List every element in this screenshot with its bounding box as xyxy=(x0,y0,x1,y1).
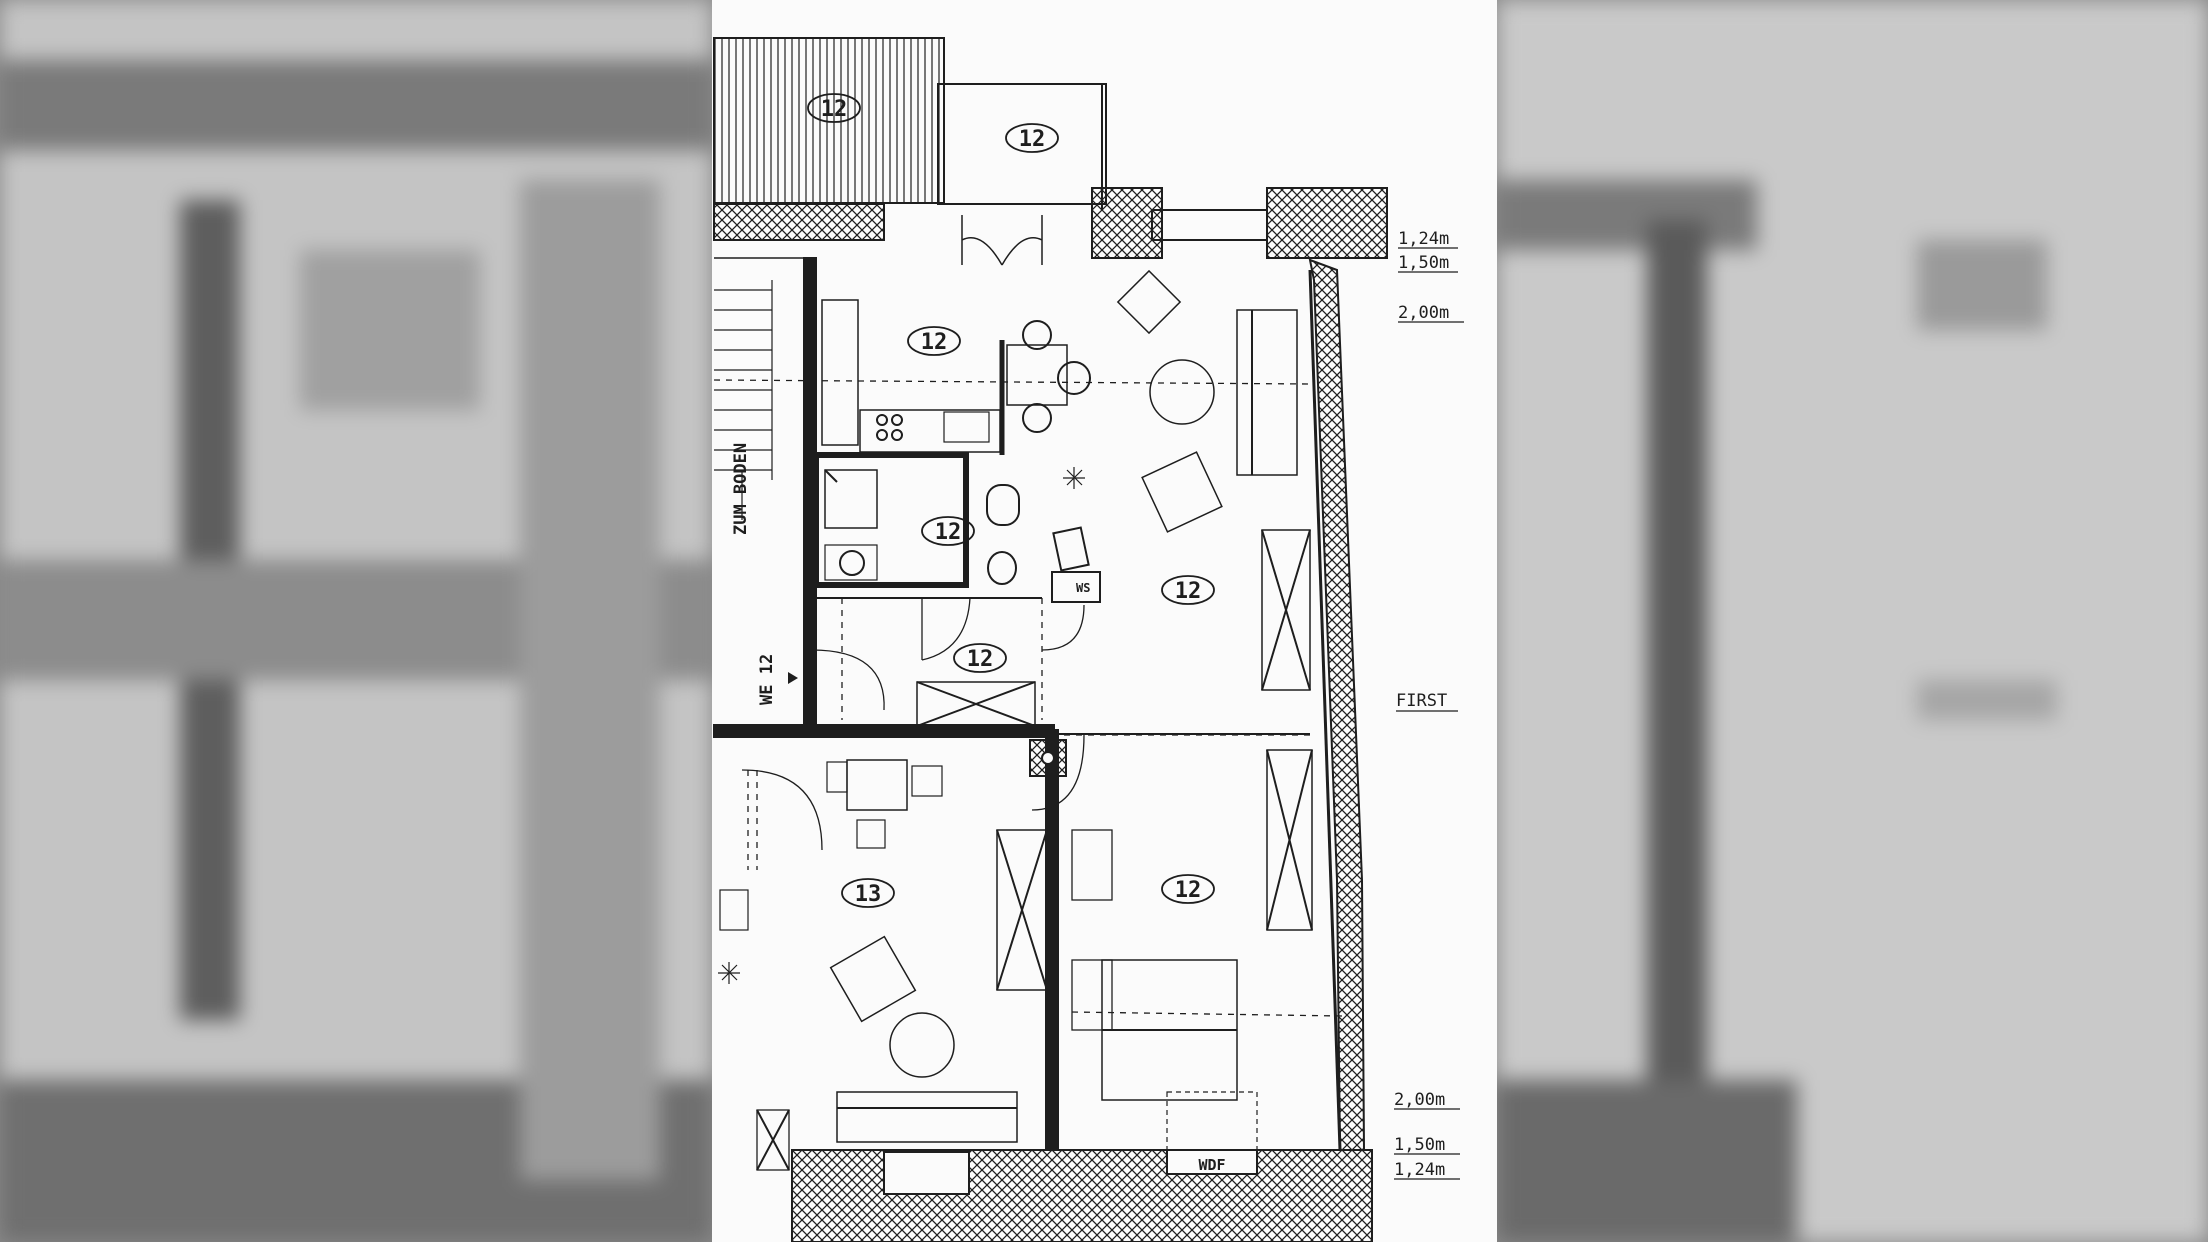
height-top-2: 1,50m xyxy=(1398,253,1449,273)
staircase xyxy=(714,280,773,520)
blurred-left-panel xyxy=(0,0,712,1242)
blurred-right-art xyxy=(1497,0,2208,1242)
height-top-1: 1,24m xyxy=(1398,229,1449,249)
sofa xyxy=(1236,309,1298,476)
room-label-kitchen: 12 xyxy=(921,330,948,355)
room-label-apartment-13: 13 xyxy=(855,882,882,907)
blurred-right-panel xyxy=(1497,0,2208,1242)
room-label-living: 12 xyxy=(1175,579,1202,604)
bottom-parapet xyxy=(791,1149,1373,1242)
height-top-3: 2,00m xyxy=(1398,303,1449,323)
room-label-hall: 12 xyxy=(967,647,994,672)
unit-label: WE 12 xyxy=(757,654,777,705)
blurred-left-art xyxy=(0,0,712,1242)
floor-plan-sheet: 12 12 12 12 12 12 12 13 ZUM BODEN WE 12 … xyxy=(712,0,1497,1242)
height-bottom-2: 1,50m xyxy=(1394,1135,1445,1155)
wdf-label: WDF xyxy=(1198,1156,1225,1174)
height-bottom-1: 2,00m xyxy=(1394,1090,1445,1110)
sofa-13 xyxy=(836,1091,1018,1143)
floor-plan-drawing: 12 12 12 12 12 12 12 13 ZUM BODEN WE 12 … xyxy=(713,37,1464,1242)
balcony-left-area xyxy=(713,37,945,204)
room-label-balcony-left: 12 xyxy=(821,97,848,122)
stair-label: ZUM BODEN xyxy=(731,443,751,535)
ridge-label: FIRST xyxy=(1396,691,1447,711)
room-label-bedroom: 12 xyxy=(1175,878,1202,903)
room-label-bath: 12 xyxy=(935,520,962,545)
balcony-right-area xyxy=(937,83,1107,205)
ws-label: WS xyxy=(1076,581,1090,595)
room-label-balcony-right: 12 xyxy=(1019,127,1046,152)
entry-arrow-icon xyxy=(788,672,798,684)
height-bottom-3: 1,24m xyxy=(1394,1160,1445,1180)
